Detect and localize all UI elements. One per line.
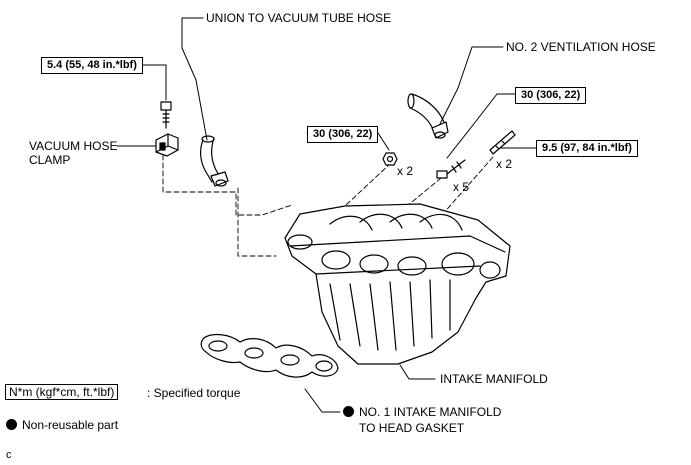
- corner-mark: c: [6, 449, 12, 461]
- manifold-bolt-part: [436, 159, 466, 179]
- vacuum-clamp-label-line2: CLAMP: [29, 153, 71, 167]
- gasket-label-line2: TO HEAD GASKET: [359, 421, 465, 435]
- torque-box-bolt: 30 (306, 22): [515, 87, 587, 104]
- gasket-label-line1: NO. 1 INTAKE MANIFOLD: [343, 405, 501, 419]
- torque-box-clamp-bolt: 5.4 (55, 48 in.*lbf): [41, 57, 143, 74]
- bolt-quantity: x 5: [453, 180, 470, 194]
- stud-part: [489, 130, 516, 155]
- nonreusable-dot-icon: [343, 406, 354, 417]
- clamp-bolt-part: [160, 101, 172, 129]
- vacuum-clamp-part: [155, 133, 179, 157]
- intake-manifold-label: INTAKE MANIFOLD: [440, 372, 548, 386]
- legend-torque-text: : Specified torque: [147, 386, 241, 400]
- nut-quantity: x 2: [397, 164, 414, 178]
- union-vacuum-hose: [200, 135, 229, 187]
- vent-hose-label: NO. 2 VENTILATION HOSE: [506, 40, 656, 54]
- vacuum-clamp-label-line1: VACUUM HOSE: [29, 139, 118, 153]
- legend-torque-box: N*m (kgf*cm, ft.*lbf): [5, 384, 119, 400]
- legend-nonreusable-text: Non-reusable part: [22, 418, 119, 432]
- torque-box-stud: 9.5 (97, 84 in.*lbf): [536, 140, 638, 157]
- union-hose-label: UNION TO VACUUM TUBE HOSE: [206, 11, 392, 25]
- gasket-part: [200, 333, 339, 378]
- gasket-label-text: NO. 1 INTAKE MANIFOLD: [359, 405, 502, 419]
- nut-part: [382, 152, 398, 166]
- legend-nonreusable: Non-reusable part: [6, 418, 118, 432]
- ventilation-hose-part: [407, 93, 449, 139]
- torque-box-nut: 30 (306, 22): [307, 126, 379, 143]
- intake-manifold-part: [284, 203, 511, 365]
- legend-dot-icon: [6, 419, 17, 430]
- stud-quantity: x 2: [496, 157, 513, 171]
